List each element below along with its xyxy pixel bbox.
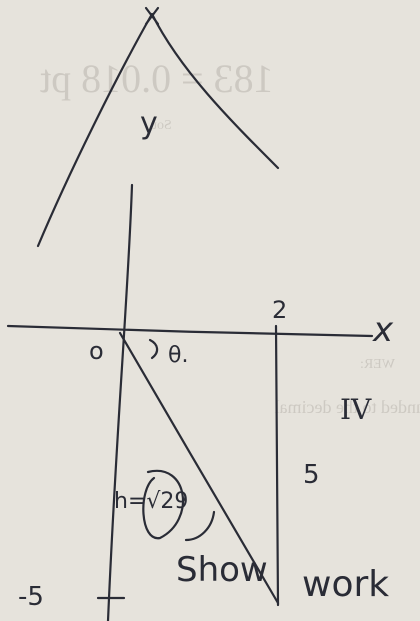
hypotenuse-circle bbox=[142, 469, 185, 540]
x-axis-label: x bbox=[373, 310, 394, 350]
note-show: Show bbox=[176, 550, 268, 590]
y-axis-line bbox=[106, 183, 134, 621]
note-work: work bbox=[302, 564, 390, 605]
curve-stroke bbox=[36, 12, 280, 248]
angle-label: θ. bbox=[168, 343, 189, 368]
hypotenuse-line bbox=[118, 331, 280, 605]
x-axis-line bbox=[6, 324, 374, 338]
circle-tail bbox=[184, 510, 216, 542]
y-axis-label: y bbox=[140, 106, 158, 141]
angle-arc bbox=[148, 338, 159, 360]
hypotenuse-label: h=√29 bbox=[114, 489, 189, 514]
y-tick-label: -5 bbox=[18, 582, 44, 612]
origin-label: o bbox=[89, 337, 104, 365]
curve-apex-mark bbox=[144, 6, 160, 26]
vertical-side-line bbox=[274, 324, 280, 607]
side-length-label: 5 bbox=[303, 460, 320, 490]
x-tick-label: 2 bbox=[272, 296, 288, 324]
quadrant-label: IV bbox=[340, 393, 372, 426]
